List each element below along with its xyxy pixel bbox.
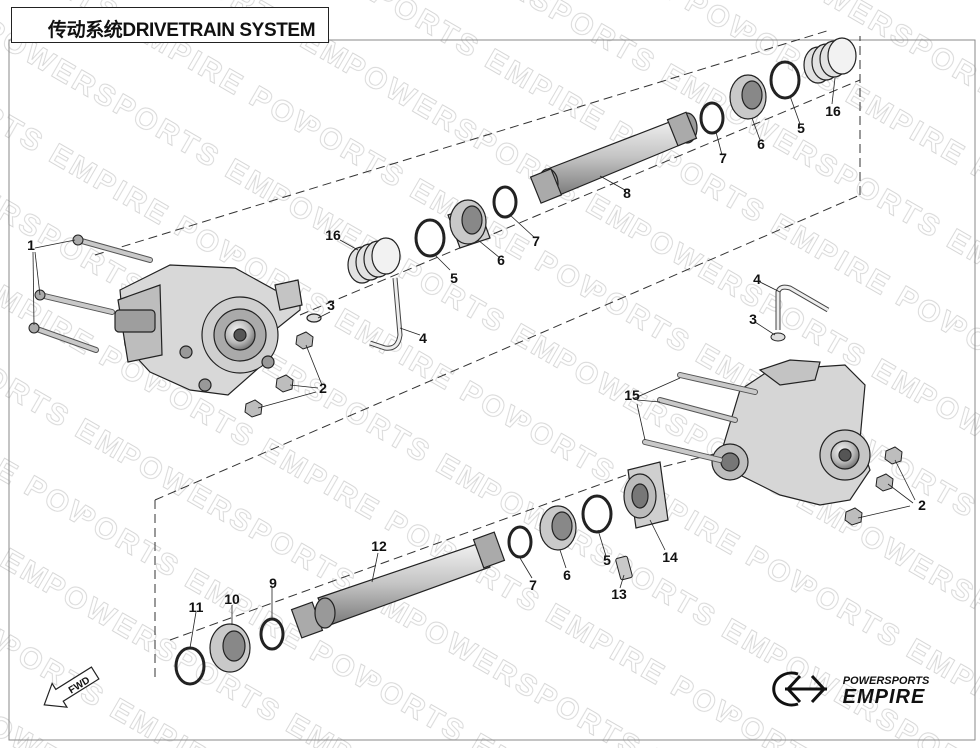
brand-line1: POWERSPORTS — [843, 675, 930, 687]
callout-12: 12 — [371, 538, 387, 554]
rear-differential — [711, 359, 871, 506]
callout-6-front: 6 — [497, 252, 505, 268]
callout-7-front: 7 — [532, 233, 540, 249]
nuts-2-rear — [844, 446, 903, 526]
callout-4-front: 4 — [419, 330, 427, 346]
rear-shaft-parts — [174, 494, 613, 686]
front-differential — [114, 264, 303, 396]
callout-14: 14 — [662, 549, 678, 565]
nuts-2-front — [244, 331, 314, 418]
brand-logo: POWERSPORTS EMPIRE — [772, 671, 930, 708]
front-shaft-parts — [347, 37, 857, 284]
breather-front — [306, 277, 403, 351]
callout-1: 1 — [27, 237, 35, 253]
callouts: 1 2 3 4 16 5 6 7 8 7 6 5 16 4 3 15 2 14 … — [27, 103, 926, 615]
callout-16-front: 16 — [325, 227, 341, 243]
callout-5-front: 5 — [450, 270, 458, 286]
callout-6-front-right: 6 — [757, 136, 765, 152]
dashed-guides — [94, 29, 861, 682]
title-box: 传动系统DRIVETRAIN SYSTEM — [11, 7, 329, 43]
page-title: 传动系统DRIVETRAIN SYSTEM — [48, 20, 316, 41]
callout-5-rear: 5 — [603, 552, 611, 568]
callout-3-rear: 3 — [749, 311, 757, 327]
callout-7-front-right: 7 — [719, 150, 727, 166]
bolts-1 — [28, 234, 153, 353]
leader-lines — [32, 77, 916, 649]
callout-5-front-right: 5 — [797, 120, 805, 136]
callout-2-front: 2 — [319, 380, 327, 396]
callout-4-rear: 4 — [753, 271, 761, 287]
callout-3-front: 3 — [327, 297, 335, 313]
callout-10: 10 — [224, 591, 240, 607]
brand-emblem-icon — [772, 671, 827, 707]
bolt-13 — [615, 555, 633, 581]
callout-7-rear: 7 — [529, 577, 537, 593]
callout-16-front-right: 16 — [825, 103, 841, 119]
flange-14 — [623, 461, 669, 529]
callout-11: 11 — [189, 599, 204, 615]
diagram-frame — [8, 39, 976, 741]
callout-13: 13 — [611, 586, 627, 602]
callout-15: 15 — [624, 387, 640, 403]
brand-line2: EMPIRE — [843, 686, 926, 708]
callout-9: 9 — [269, 575, 277, 591]
bolts-15 — [642, 372, 758, 463]
callout-2-rear: 2 — [918, 497, 926, 513]
callout-8: 8 — [623, 185, 631, 201]
callout-6-rear: 6 — [563, 567, 571, 583]
